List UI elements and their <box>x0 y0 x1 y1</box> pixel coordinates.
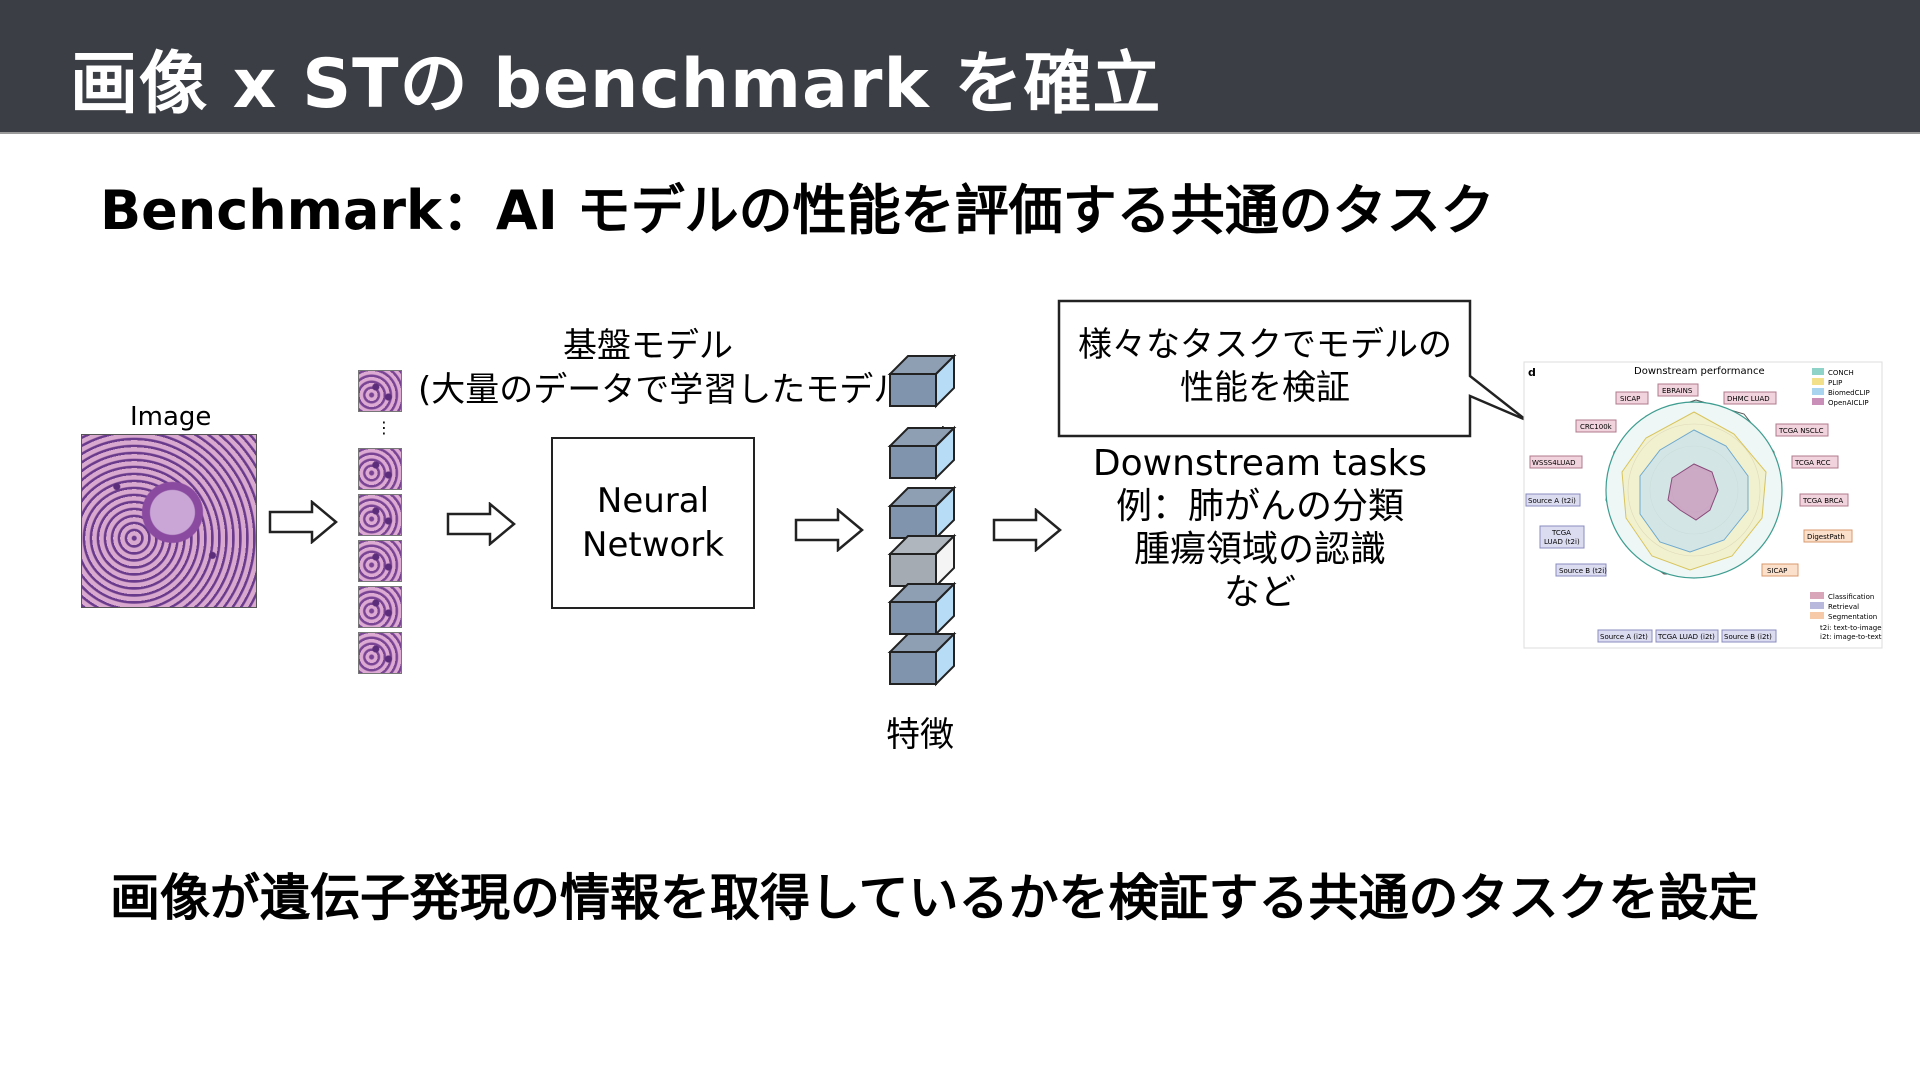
image-tile <box>358 494 402 536</box>
conclusion-text: 画像が遺伝子発現の情報を取得しているかを検証する共通のタスクを設定 <box>110 869 1759 927</box>
svg-text:Classification: Classification <box>1828 593 1874 601</box>
svg-text:CONCH: CONCH <box>1828 369 1854 377</box>
feature-cube <box>889 427 955 479</box>
downstream-example: 例：肺がんの分類 <box>1115 486 1404 527</box>
task-label: Source A (i2t) <box>1600 633 1648 641</box>
radar-chart-figure: d Downstream performance EBRAINS DHMC LU… <box>1523 361 1883 649</box>
image-tile <box>358 370 402 412</box>
nn-line1: Neural <box>596 481 710 521</box>
feature-cube <box>889 355 955 407</box>
task-label: SICAP <box>1767 567 1787 575</box>
image-tile <box>358 586 402 628</box>
task-label: CRC100k <box>1580 423 1613 431</box>
downstream-tasks: Downstream tasks 例：肺がんの分類 腫瘍領域の認識 など <box>1080 442 1440 614</box>
task-label: TCGA BRCA <box>1802 497 1843 505</box>
task-label: DigestPath <box>1807 533 1845 541</box>
svg-text:i2t: image-to-text: i2t: image-to-text <box>1820 633 1882 641</box>
callout-line1: 様々なタスクでモデルの <box>1078 325 1452 365</box>
feature-cubes: ⋮ <box>889 355 955 685</box>
arrow-icon <box>794 508 864 552</box>
slide-title: 画像 x STの benchmark を確立 <box>70 45 1162 124</box>
downstream-example: など <box>1223 572 1296 613</box>
image-label: Image <box>130 402 212 432</box>
task-label: Source B (t2i) <box>1559 567 1607 575</box>
panel-letter: d <box>1528 366 1536 379</box>
feature-cube <box>889 487 955 539</box>
image-tiles: ⋮ <box>356 362 406 684</box>
task-label: TCGA NSCLC <box>1778 427 1824 435</box>
task-label: Source A (t2i) <box>1528 497 1576 505</box>
arrow-icon <box>992 508 1062 552</box>
downstream-example: 腫瘍領域の認識 <box>1133 529 1386 570</box>
svg-text:BiomedCLIP: BiomedCLIP <box>1828 389 1870 397</box>
task-labels: EBRAINS DHMC LUAD SICAP CRC100k TCGA NSC… <box>1525 383 1853 643</box>
slide-subtitle: Benchmark：AI モデルの性能を評価する共通のタスク <box>100 179 1495 242</box>
task-label: SICAP <box>1620 395 1640 403</box>
svg-text:PLIP: PLIP <box>1828 379 1842 387</box>
task-label: TCGA <box>1551 529 1571 537</box>
task-label: Source B (i2t) <box>1724 633 1772 641</box>
nn-line2: Network <box>582 525 724 565</box>
downstream-title: Downstream tasks <box>1092 443 1428 484</box>
arrow-icon <box>446 502 516 546</box>
radar-grid <box>1605 399 1783 579</box>
tiles-ellipsis: ⋮ <box>376 418 392 437</box>
svg-text:Segmentation: Segmentation <box>1828 613 1877 621</box>
histology-image <box>81 434 257 608</box>
foundation-model-label: 基盤モデル (大量のデータで学習したモデル) <box>418 324 921 412</box>
task-label: WSSS4LUAD <box>1532 459 1576 467</box>
image-tile <box>358 632 402 674</box>
feature-cube <box>889 535 955 587</box>
feature-cube <box>889 633 955 685</box>
task-label: DHMC LUAD <box>1727 395 1770 403</box>
feature-label: 特徴 <box>886 715 954 755</box>
image-tile <box>358 448 402 490</box>
radar-title: Downstream performance <box>1634 366 1765 377</box>
callout-text: 様々なタスクでモデルの 性能を検証 <box>1060 324 1470 410</box>
svg-text:Retrieval: Retrieval <box>1828 603 1859 611</box>
image-tile <box>358 540 402 582</box>
callout-bubble <box>1057 299 1527 438</box>
task-label: TCGA RCC <box>1794 459 1831 467</box>
arrow-icon <box>268 500 338 544</box>
svg-text:OpenAICLIP: OpenAICLIP <box>1828 399 1869 407</box>
task-label: TCGA LUAD (i2t) <box>1657 633 1715 641</box>
feature-cube <box>889 583 955 635</box>
model-label-line2: (大量のデータで学習したモデル) <box>418 370 921 410</box>
task-label: LUAD (t2i) <box>1544 538 1580 546</box>
title-bar: 画像 x STの benchmark を確立 <box>0 0 1920 134</box>
neural-network-box: Neural Network <box>551 437 755 609</box>
model-label-line1: 基盤モデル <box>563 326 733 366</box>
legend: CONCH PLIP BiomedCLIP OpenAICLIP Classif… <box>1810 368 1882 641</box>
task-label: EBRAINS <box>1662 387 1693 395</box>
callout-line2: 性能を検証 <box>1180 368 1350 408</box>
svg-text:t2i: text-to-image: t2i: text-to-image <box>1820 624 1882 632</box>
